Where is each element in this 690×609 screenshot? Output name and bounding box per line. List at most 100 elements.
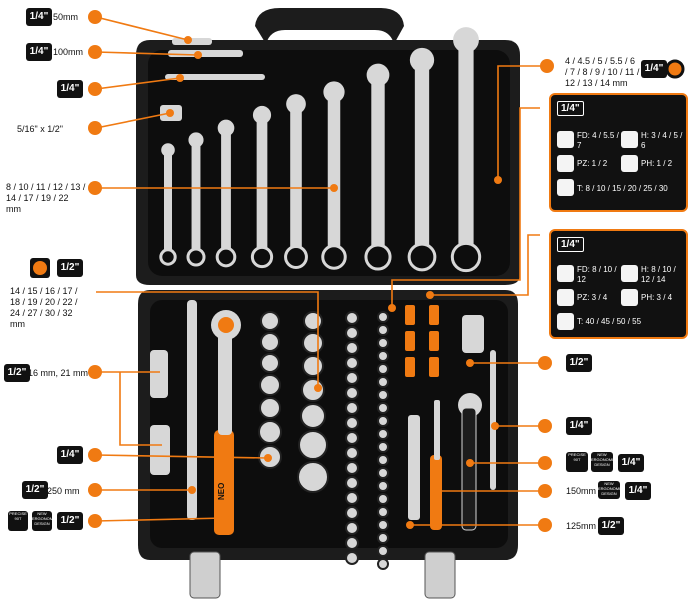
legend2-fd: FD: 8 / 10 / 12 [577,265,617,284]
socket [377,363,389,375]
badge-universal-joint: 1/4" [57,446,83,464]
label-100mm: 100mm [53,47,84,57]
spanner-shaft [164,150,172,255]
label-250mm: 250 mm [47,486,80,496]
badge-quarter-sockets: 1/4" [641,60,667,78]
spanner-shaft [414,60,430,255]
t-handle [165,74,265,80]
spanner-open-end [323,81,345,103]
socket [377,324,389,336]
tag-ergo-quarter: NEW ERGONOMIC DESIGN [591,452,616,472]
bit-legend-quarter: 1/4" FD: 4 / 5.5 / 7 H: 3 / 4 / 5 / 6 PZ… [549,93,688,212]
torx-bit-icon [557,179,574,196]
socket [345,371,359,385]
socket-icon-half [33,261,47,275]
bit [405,305,415,325]
socket [377,402,389,414]
socket [300,403,326,429]
socket [302,332,324,354]
hex-bit-icon [621,131,638,148]
case-handle [255,8,404,44]
spanner-open-end [188,132,204,148]
badge-quarter-ratchet: 1/4" [618,454,644,472]
bit [429,357,439,377]
socket [377,389,389,401]
bit [429,331,439,351]
socket [377,350,389,362]
socket [303,311,323,331]
socket [258,420,282,444]
socket [345,506,359,520]
socket [377,532,389,544]
bit [405,357,415,377]
phillips-bit-icon [621,289,638,306]
tag-ergo-150: NEW ERGONOMIC DESIGN [598,481,623,499]
spanner-ring [407,242,437,272]
socket [259,374,281,396]
spanner-ring [364,243,392,271]
leader-dots [88,10,554,532]
spanner-shaft [458,40,474,255]
base-tray [150,300,508,548]
socket [298,430,328,460]
socket [345,356,359,370]
label-sockets-quarter: 4 / 4.5 / 5 / 5.5 / 6 / 7 / 8 / 9 / 10 /… [565,56,640,88]
badge-100mm-drive: 1/4" [26,43,52,61]
socket [345,416,359,430]
ratchet-half-shaft [218,320,232,435]
legend2-title: 1/4" [557,237,584,252]
spanner-ring [215,246,237,268]
spanner-shaft [191,140,201,255]
flat-bit-icon [557,131,574,148]
badge-half-ratchet: 1/2" [57,512,83,530]
leader-lines [95,16,547,526]
socket [377,506,389,518]
universal-joint [462,315,484,353]
spanner-ring [250,245,274,269]
latch-left [189,551,221,599]
badge-125mm: 1/2" [598,517,624,535]
label-125mm: 125mm [566,521,597,531]
socket [345,431,359,445]
spanner-ring [159,248,177,266]
socket [345,461,359,475]
badge-250mm: 1/2" [22,481,48,499]
spanner-shaft [221,128,231,255]
socket [377,428,389,440]
extension-150 [434,400,440,460]
socket [297,461,329,493]
bit-legend-quarter-large: 1/4" FD: 8 / 10 / 12 H: 8 / 10 / 12 / 14… [549,229,688,339]
socket [377,337,389,349]
label-deep-sockets: 16 mm, 21 mm [28,368,89,378]
combination-spanners [159,27,482,273]
legend2-pz: PZ: 3 / 4 [577,293,608,302]
deep-socket-16 [150,350,168,398]
deep-socket-21 [150,425,170,475]
socket [345,386,359,400]
badge-half-sockets: 1/2" [57,259,83,277]
socket [345,401,359,415]
flat-bit-icon [557,265,574,282]
badge-spinner: 1/4" [566,417,592,435]
socket [377,519,389,531]
socket [345,491,359,505]
tag-ergo-half: NEW ERGONOMIC DESIGN [32,511,57,531]
spanner-shaft [371,75,385,255]
legend1-title: 1/4" [557,101,584,116]
label-adapter: 5/16" x 1/2" [17,124,63,134]
socket [345,326,359,340]
legend1-pz: PZ: 1 / 2 [577,159,608,168]
hex-bit-icon [621,265,638,282]
spanner-open-end [453,27,479,53]
extension-100 [168,50,243,57]
spanner-open-end [217,119,235,137]
spanner-shaft [290,104,302,255]
socket [377,480,389,492]
socket [260,353,280,373]
socket [259,397,281,419]
pozidriv-bit-icon [557,289,574,306]
socket [345,536,359,550]
spanner-shaft [327,92,341,255]
